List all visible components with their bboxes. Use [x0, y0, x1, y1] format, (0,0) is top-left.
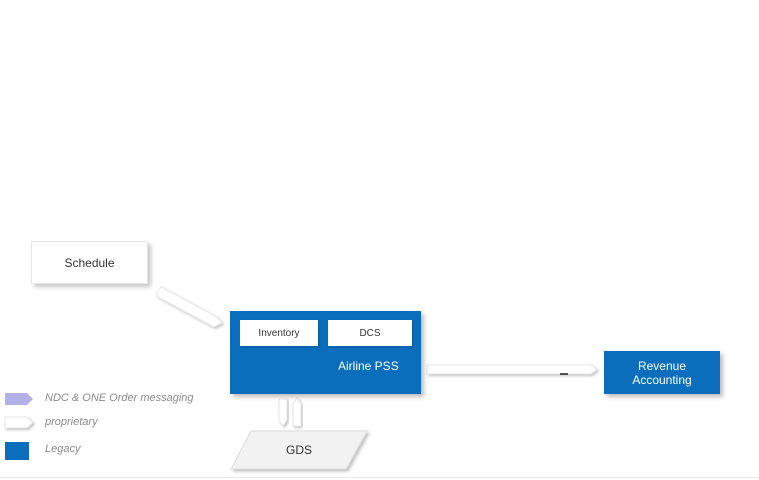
- gds-shape: [230, 430, 368, 470]
- schedule-box: Schedule: [31, 241, 148, 284]
- legend-legacy-label: Legacy: [45, 443, 81, 455]
- legend-legacy-swatch: [5, 442, 29, 460]
- schedule-label: Schedule: [64, 255, 115, 270]
- revenue-label-line2: Accounting: [632, 372, 692, 387]
- revenue-accounting-box: Revenue Accounting: [604, 351, 720, 394]
- airline-pss-box: Inventory DCS Airline PSS: [230, 311, 421, 394]
- revenue-label-line1: Revenue: [637, 358, 687, 373]
- dcs-box: DCS: [328, 320, 412, 346]
- pss-to-gds-arrow: [278, 398, 288, 427]
- legend-proprietary-label: proprietary: [45, 416, 98, 428]
- gds-to-pss-arrow: [292, 397, 302, 427]
- gds-label: GDS: [286, 443, 313, 457]
- airline-pss-label: Airline PSS: [338, 359, 399, 373]
- schedule-to-pss-arrow: [155, 286, 223, 328]
- dcs-label: DCS: [359, 327, 381, 339]
- bottom-divider: [0, 477, 759, 478]
- inventory-box: Inventory: [240, 320, 318, 346]
- legend-ndc-swatch: [5, 393, 33, 405]
- legend-proprietary-swatch: [4, 416, 34, 429]
- inventory-label: Inventory: [258, 327, 300, 339]
- legend-ndc-label: NDC & ONE Order messaging: [45, 392, 194, 404]
- pss-to-revenue-arrow: [426, 364, 598, 375]
